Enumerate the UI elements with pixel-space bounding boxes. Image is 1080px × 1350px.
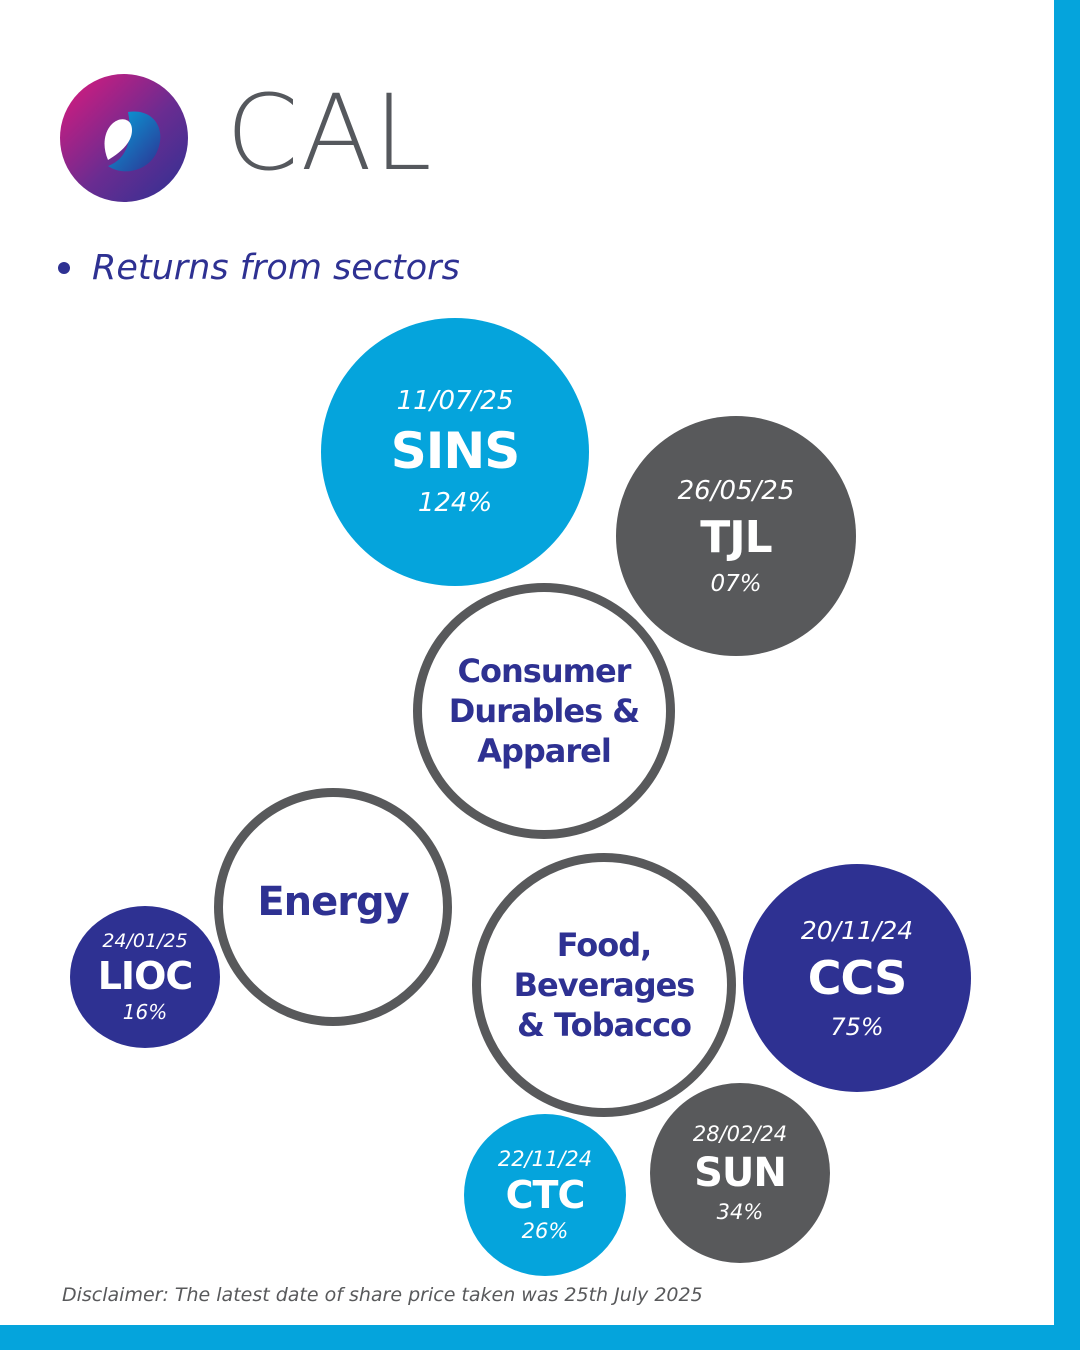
subtitle-row: Returns from sectors: [58, 240, 460, 296]
bullet-icon: [58, 262, 70, 274]
sector-label-line: Consumer: [457, 652, 632, 690]
sector-label-line: Durables &: [448, 692, 640, 730]
stock-date: 22/11/24: [497, 1147, 593, 1171]
stock-return: 07%: [710, 570, 762, 597]
cal-logo-icon: [60, 74, 188, 202]
stock-return: 75%: [830, 1012, 884, 1041]
stock-ticker: LIOC: [97, 954, 194, 998]
stock-bubble-ctc: 22/11/24 CTC 26%: [464, 1114, 626, 1276]
sector-bubble-energy: Energy: [214, 788, 452, 1026]
stock-return: 34%: [716, 1200, 764, 1224]
sector-label-line: Apparel: [477, 732, 612, 770]
disclaimer-text: Disclaimer: The latest date of share pri…: [62, 1284, 703, 1306]
stock-ticker: CTC: [505, 1173, 586, 1217]
stock-ticker: CCS: [807, 950, 908, 1005]
stock-date: 11/07/25: [396, 386, 514, 416]
stock-bubble-ccs: 20/11/24 CCS 75%: [743, 864, 971, 1092]
bottom-border-bar: [0, 1325, 1080, 1350]
page-subtitle: Returns from sectors: [92, 248, 460, 288]
stock-date: 20/11/24: [800, 915, 914, 945]
sector-bubble-consumer-durables: Consumer Durables & Apparel: [413, 583, 675, 839]
stock-date: 28/02/24: [692, 1122, 788, 1146]
stock-ticker: TJL: [700, 511, 772, 563]
stock-date: 24/01/25: [102, 930, 188, 952]
right-border-bar: [1054, 0, 1080, 1350]
stock-ticker: SINS: [390, 422, 520, 480]
stock-bubble-sun: 28/02/24 SUN 34%: [650, 1083, 830, 1263]
sector-label-line: Food,: [556, 926, 653, 964]
stock-return: 124%: [417, 488, 493, 518]
stock-return: 26%: [521, 1219, 569, 1243]
stock-ticker: SUN: [694, 1150, 787, 1196]
brand-name: CAL: [226, 72, 434, 194]
sector-label-line: & Tobacco: [516, 1006, 692, 1044]
sector-bubble-food-beverages: Food, Beverages & Tobacco: [472, 853, 736, 1117]
stock-return: 16%: [122, 1000, 168, 1024]
sector-label-line: Energy: [257, 879, 409, 925]
stock-bubble-lioc: 24/01/25 LIOC 16%: [70, 906, 220, 1048]
stock-date: 26/05/25: [677, 475, 795, 506]
stock-bubble-sins: 11/07/25 SINS 124%: [321, 318, 589, 586]
sector-label-line: Beverages: [513, 966, 696, 1004]
stock-bubble-tjl: 26/05/25 TJL 07%: [616, 416, 856, 656]
